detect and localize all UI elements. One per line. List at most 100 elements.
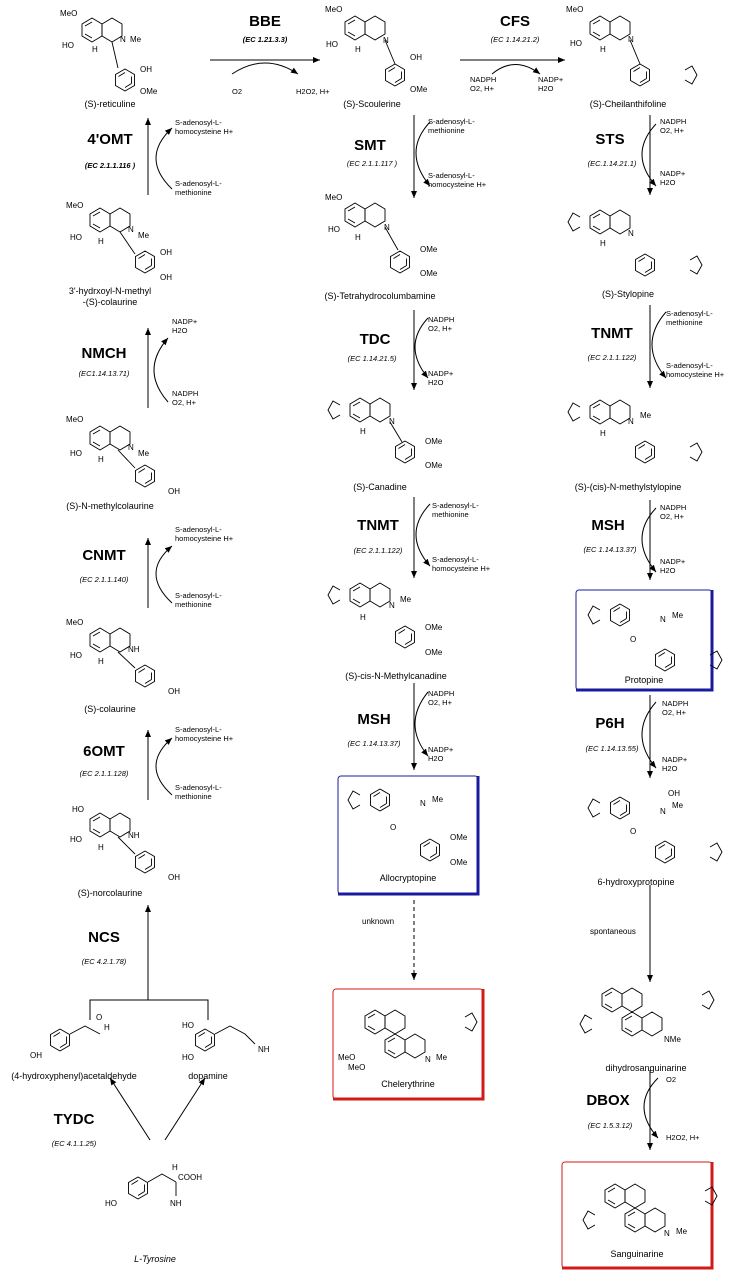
svg-text:MeO: MeO [66, 618, 83, 627]
cofactor-h2o2h: H2O2, H+ [296, 87, 330, 96]
compound-hydroxyprotopine: 6-hydroxyprotopine [597, 877, 675, 887]
svg-text:H: H [98, 455, 104, 464]
cofactor-sam-tnmt1: S-adenosyl-L-methionine [432, 501, 479, 519]
svg-text:O: O [630, 827, 636, 836]
curl-msh1 [414, 691, 429, 757]
enzyme-bbe: BBE [249, 13, 281, 30]
svg-text:MeO: MeO [60, 9, 77, 18]
svg-text:OH: OH [160, 248, 172, 257]
svg-text:OMe: OMe [425, 648, 443, 657]
enzyme-tnmt1: TNMT [357, 517, 399, 534]
svg-text:H: H [98, 843, 104, 852]
cofactor-sam-tnmt2: S-adenosyl-L-methionine [666, 309, 713, 327]
enzyme-tydc: TYDC [53, 1111, 95, 1128]
enzyme-msh2: MSH [591, 517, 625, 534]
svg-text:N: N [128, 443, 134, 452]
ec-tydc: (EC 4.1.1.25) [51, 1139, 97, 1148]
ec-6omt: (EC 2.1.1.128) [79, 769, 129, 778]
svg-text:O: O [630, 635, 636, 644]
svg-text:COOH: COOH [178, 1173, 202, 1182]
svg-text:OMe: OMe [420, 245, 438, 254]
cofactor-sah-6omt: S-adenosyl-L-homocysteine H+ [175, 725, 234, 743]
arrow-tydc-left [109, 1077, 151, 1141]
svg-text:Me: Me [672, 801, 684, 810]
structure-hpaa: HO OH [30, 1013, 110, 1060]
curl-tnmt2 [651, 311, 667, 379]
compound-tetrahydrocolumbamine: (S)-Tetrahydrocolumbamine [324, 291, 436, 301]
svg-text:HO: HO [70, 835, 82, 844]
svg-text:N: N [420, 799, 426, 808]
compound-methylstylopine: (S)-(cis)-N-methylstylopine [574, 482, 682, 492]
svg-text:HO: HO [182, 1021, 194, 1030]
svg-text:HO: HO [70, 233, 82, 242]
svg-text:N: N [425, 1055, 431, 1064]
enzyme-cnmt: CNMT [82, 547, 126, 564]
svg-text:Me: Me [672, 611, 684, 620]
ec-dbox: (EC 1.5.3.12) [587, 1121, 633, 1130]
compound-protopine: Protopine [624, 675, 664, 685]
cofactor-nadp-nmch: NADP+H2O [172, 317, 198, 335]
curl-cfs [491, 64, 541, 75]
svg-text:Me: Me [436, 1053, 448, 1062]
svg-text:Me: Me [138, 231, 150, 240]
svg-text:O: O [96, 1013, 102, 1022]
svg-text:N: N [628, 417, 634, 426]
cofactor-sah-cnmt: S-adenosyl-L-homocysteine H+ [175, 525, 234, 543]
svg-text:NH: NH [258, 1045, 270, 1054]
cofactor-sam-4omt: S-adenosyl-L-methionine [175, 179, 222, 197]
cofactor-nadp-sts: NADP+H2O [660, 169, 686, 187]
svg-text:O: O [390, 823, 396, 832]
svg-text:OMe: OMe [410, 85, 428, 94]
label-spontaneous: spontaneous [590, 927, 636, 936]
compound-canadine: (S)-Canadine [353, 482, 407, 492]
arrow-tydc-right [164, 1077, 206, 1141]
box-protopine-shadow [576, 590, 714, 692]
ec-cfs: (EC 1.14.21.2) [490, 35, 540, 44]
enzyme-dbox: DBOX [586, 1092, 630, 1109]
svg-text:OH: OH [30, 1051, 42, 1060]
compound-hydroxy-methylcoclaurine-line1: 3'-hydrxoyl-N-methyl [68, 286, 152, 296]
svg-text:MeO: MeO [348, 1063, 365, 1072]
svg-text:H: H [104, 1023, 110, 1032]
structure-stylopine: NH [567, 209, 703, 277]
cofactor-h2o2h-dbox: H2O2, H+ [666, 1133, 700, 1142]
svg-text:Me: Me [676, 1227, 688, 1236]
svg-text:HO: HO [62, 41, 74, 50]
compound-dihydrosanguinarine: dihydrosanguinarine [605, 1063, 687, 1073]
ec-tdc: (EC 1.14.21.5) [347, 354, 397, 363]
svg-text:N: N [383, 36, 389, 45]
curl-smt [415, 121, 431, 187]
svg-text:HO: HO [70, 651, 82, 660]
cofactor-o2: O2 [232, 87, 243, 96]
structure-dihydrosanguinarine: NMe [579, 987, 715, 1044]
svg-text:HO: HO [326, 40, 338, 49]
compound-cheilanthifoline: (S)-Cheilanthifoline [589, 99, 667, 109]
svg-text:H: H [92, 45, 98, 54]
cofactor-sam-smt: S-adenosyl-L-methionine [428, 117, 475, 135]
box-chelerythrine-shadow [333, 989, 485, 1101]
compound-methylcanadine: (S)-cis-N-Methylcanadine [345, 671, 447, 681]
cofactor-sah-tnmt2: S-adenosyl-L-homocysteine H+ [666, 361, 725, 379]
svg-text:OH: OH [410, 53, 422, 62]
svg-text:MeO: MeO [66, 201, 83, 210]
curl-tnmt1 [415, 503, 431, 567]
ec-bbe: (EC 1.21.3.3) [242, 35, 288, 44]
svg-text:NH: NH [128, 831, 140, 840]
svg-text:H: H [600, 239, 606, 248]
